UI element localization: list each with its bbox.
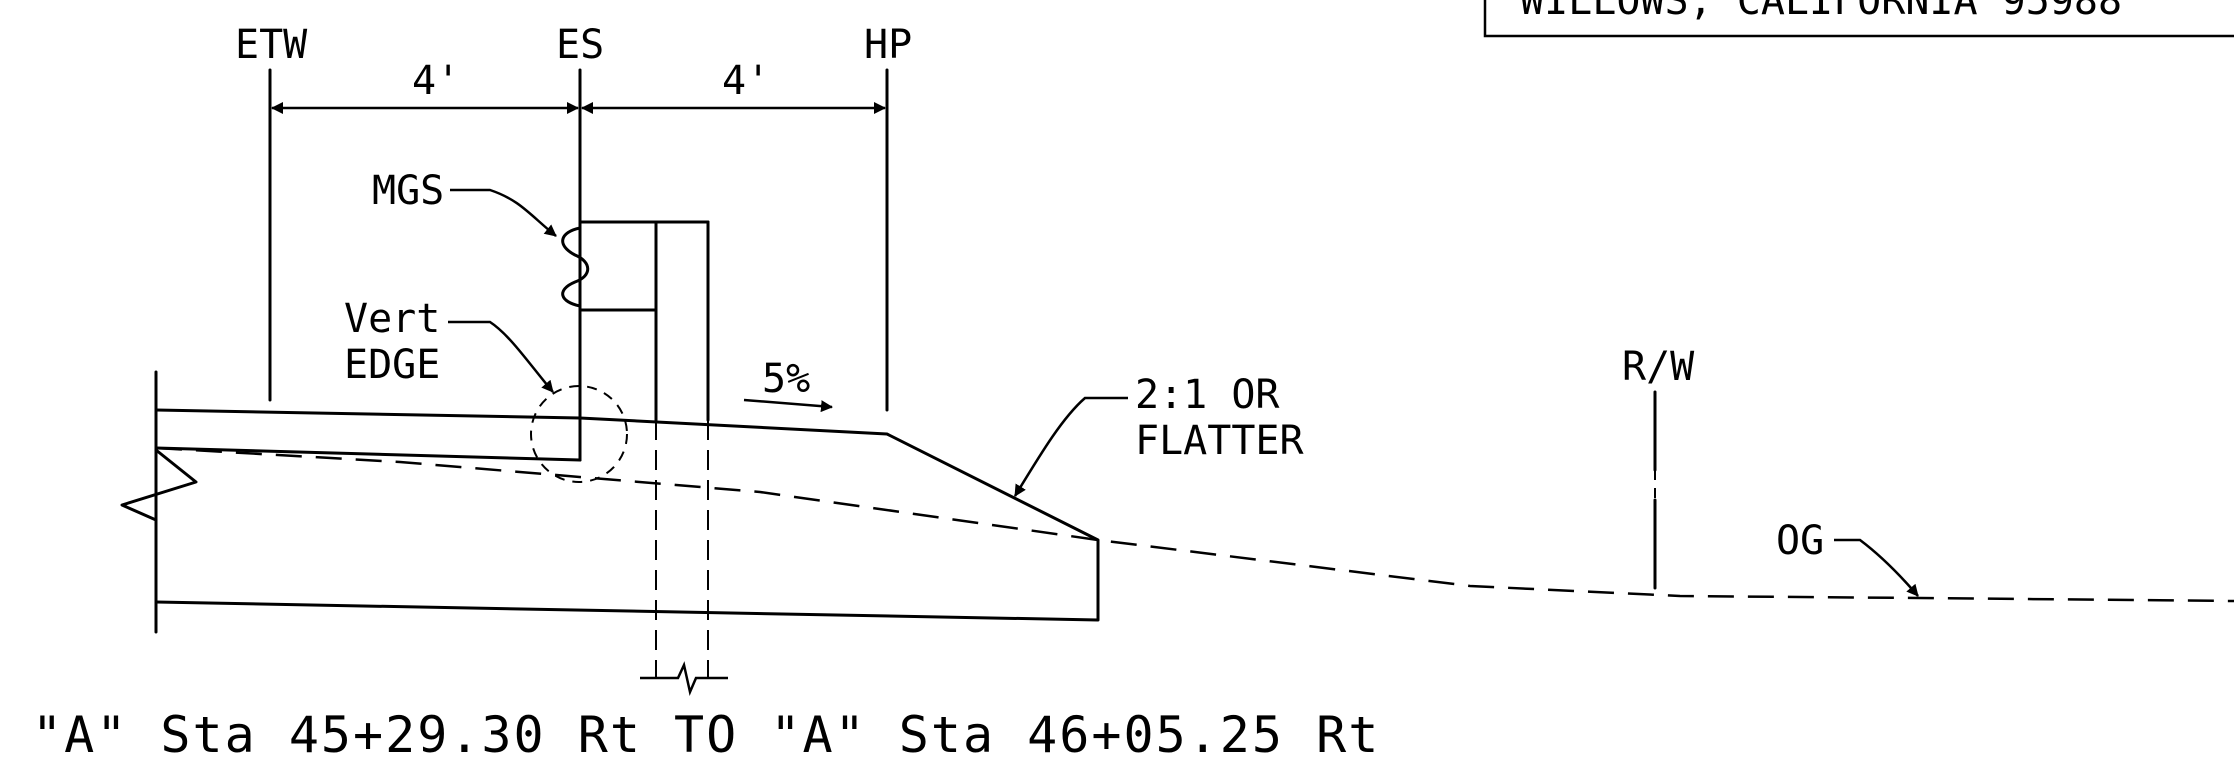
station-range-caption: "A" Sta 45+29.30 Rt TO "A" Sta 46+05.25 …: [32, 706, 1380, 764]
vert-edge-label-line1: Vert: [344, 296, 440, 342]
mgs-leader: [450, 188, 557, 237]
title-block-address: WILLOWS, CALIFORNIA 95988: [1520, 0, 2122, 24]
vert-edge-label-line2: EDGE: [344, 342, 440, 388]
slope-ratio-label-line1: 2:1 OR: [1135, 372, 1280, 418]
original-ground-label: OG: [1776, 518, 1824, 564]
dimension-right-label: 4': [722, 58, 770, 104]
guardrail-blockout: [578, 220, 658, 312]
vert-edge-detail-circle: [530, 385, 628, 483]
mgs-label: MGS: [372, 168, 444, 214]
slope-ratio-label-line2: FLATTER: [1135, 418, 1304, 464]
pavement-bottom-line: [154, 446, 582, 462]
guardrail-wbeam: [561, 226, 590, 308]
guardrail-mgs: [561, 220, 728, 697]
slope-ratio-leader: [1013, 396, 1128, 497]
slope-percent-label: 5%: [762, 356, 810, 402]
original-ground-leader: [1834, 538, 1919, 597]
title-block: WILLOWS, CALIFORNIA 95988: [1483, 0, 2234, 38]
slope-arrow: [743, 398, 833, 413]
vert-edge-leader: [448, 320, 554, 393]
pavement-section: [120, 370, 1100, 634]
hp-label: HP: [864, 22, 912, 68]
etw-label: ETW: [235, 22, 308, 68]
original-ground-line: [155, 446, 2234, 603]
post-break-symbol: [640, 661, 728, 697]
right-of-way-label: R/W: [1622, 344, 1695, 390]
finished-grade-line: [154, 408, 1100, 622]
section-break-symbol: [120, 448, 198, 522]
dimension-left-label: 4': [412, 58, 460, 104]
es-label: ES: [556, 22, 604, 68]
